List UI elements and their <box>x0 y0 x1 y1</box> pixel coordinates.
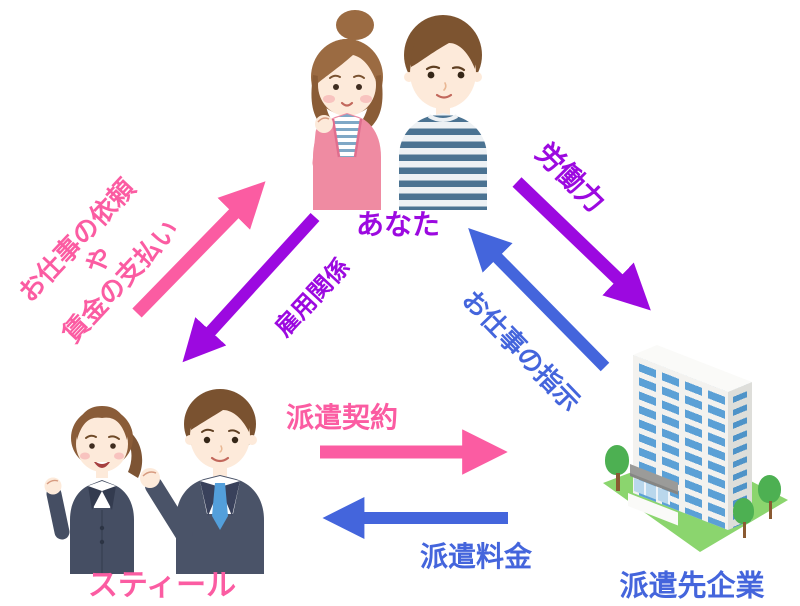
suit-woman-figure <box>44 406 143 574</box>
arrow-labor-force <box>512 177 651 311</box>
fee-arrow-label: 派遣料金 <box>419 539 533 573</box>
woman-figure <box>311 10 383 210</box>
contract-arrow-label: 派遣契約 <box>285 400 399 434</box>
arrow-job-request-payment <box>132 181 266 318</box>
man-figure <box>399 15 487 210</box>
arrow-employment-relation <box>182 212 320 363</box>
agency-label: スティール <box>87 567 237 603</box>
tree-icon <box>733 498 755 546</box>
client-building-illustration <box>595 330 800 606</box>
suit-man-figure <box>140 389 264 574</box>
agency-staff-illustration <box>44 389 264 574</box>
worker-couple-illustration <box>311 10 487 210</box>
tree-icon <box>605 445 631 507</box>
tree-icon <box>758 475 782 527</box>
arrow-work-instructions <box>468 228 610 372</box>
worker-label: あなた <box>355 207 441 241</box>
client-label: 派遣先企業 <box>619 568 765 603</box>
